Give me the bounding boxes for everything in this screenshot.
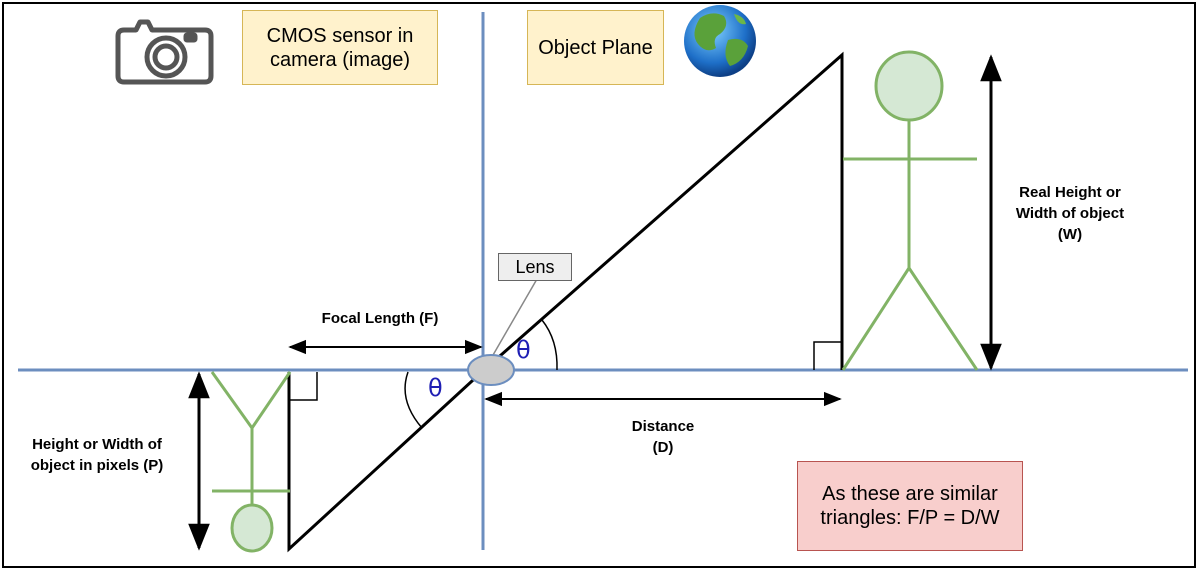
object-plane-note: Object Plane — [527, 10, 664, 85]
globe-icon — [684, 5, 756, 77]
pixel-height-label: Height or Width of object in pixels (P) — [30, 436, 164, 474]
theta-left-label: θ — [428, 374, 443, 402]
distance-label: Distance (D) — [631, 418, 695, 456]
right-angle-marker-left — [289, 372, 318, 401]
angle-arc-left — [404, 371, 423, 429]
theta-right-label: θ — [516, 336, 531, 364]
image-stick-figure — [210, 371, 292, 553]
angle-arc-right — [541, 319, 558, 371]
object-plane-label: Object Plane — [538, 36, 653, 59]
similar-triangles-label: As these are similar triangles: F/P = D/… — [820, 483, 1000, 529]
lens-pointer — [488, 278, 538, 363]
focal-length-label: Focal Length (F) — [321, 310, 439, 327]
camera-icon — [115, 19, 214, 85]
similar-triangles-note: As these are similar triangles: F/P = D/… — [797, 461, 1023, 551]
lens-label: Lens — [515, 256, 555, 277]
right-angle-marker-right — [813, 341, 842, 370]
cmos-sensor-note: CMOS sensor in camera (image) — [242, 10, 438, 85]
cmos-sensor-label: CMOS sensor in camera (image) — [266, 24, 414, 71]
real-height-label: Real Height or Width of object (W) — [1015, 184, 1125, 243]
object-stick-figure — [841, 50, 979, 371]
lens-ellipse — [467, 354, 515, 386]
lens-tag: Lens — [498, 253, 572, 281]
object-triangle — [483, 51, 844, 372]
image-triangle — [287, 368, 486, 553]
